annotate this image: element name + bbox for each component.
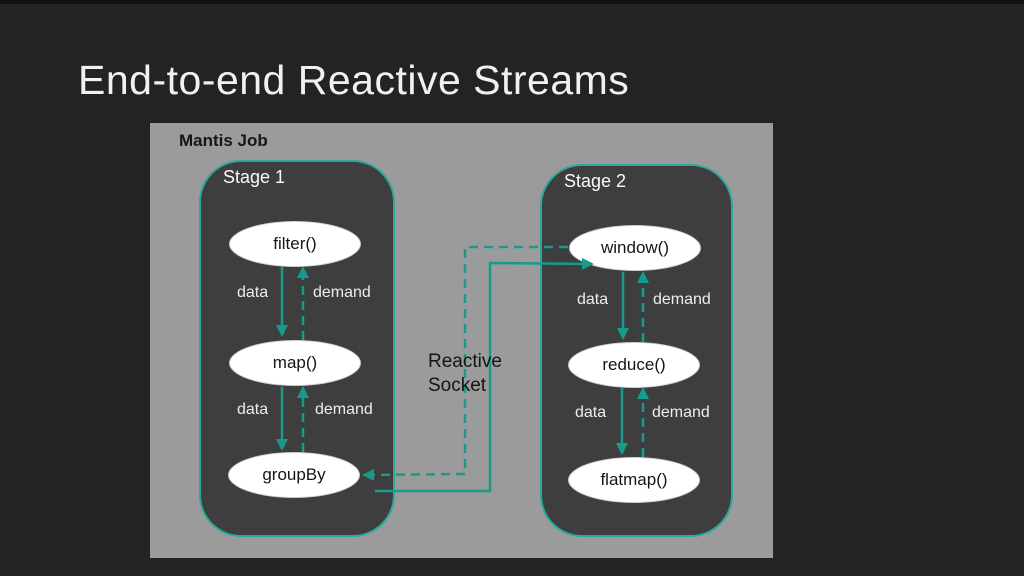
node-filter: filter()	[229, 221, 361, 267]
edge-label-data: data	[577, 291, 609, 308]
edge-label-demand: demand	[315, 401, 373, 418]
stage-2-label: Stage 2	[564, 171, 627, 191]
edge-label-demand: demand	[313, 284, 371, 301]
edge-label-data: data	[237, 284, 269, 301]
node-groupby: groupBy	[228, 452, 360, 498]
slide-title: End-to-end Reactive Streams	[78, 57, 630, 103]
edge-label-demand: demand	[652, 404, 710, 421]
reactive-socket-line2: Socket	[428, 375, 487, 396]
edge-label-data: data	[237, 401, 269, 418]
node-flatmap: flatmap()	[568, 457, 700, 503]
top-strip	[0, 0, 1024, 4]
reactive-socket-label: Reactive Socket	[428, 350, 502, 398]
node-reduce: reduce()	[568, 342, 700, 388]
mantis-job-panel: Mantis Job Stage 1 Stage 2 filter() map(…	[150, 123, 773, 558]
reactive-socket-line1: Reactive	[428, 351, 502, 372]
edge-label-demand: demand	[653, 291, 711, 308]
node-map: map()	[229, 340, 361, 386]
stage-1-label: Stage 1	[223, 167, 286, 187]
edge-label-data: data	[575, 404, 607, 421]
mantis-job-label: Mantis Job	[179, 131, 268, 150]
node-window: window()	[569, 225, 701, 271]
